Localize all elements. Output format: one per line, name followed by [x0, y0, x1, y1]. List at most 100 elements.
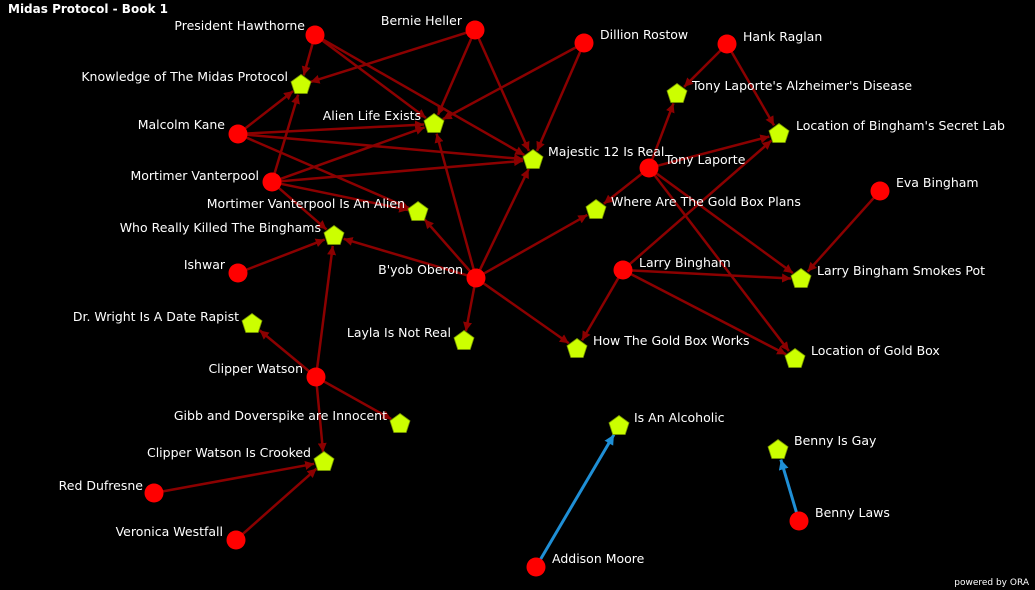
node-rostow[interactable]: Dillion Rostow — [574, 27, 689, 53]
node-locgold[interactable]: Location of Gold Box — [784, 343, 940, 368]
edge-eva-to-smokes — [806, 196, 875, 273]
node-alzheimer[interactable]: Tony Laporte's Alzheimer's Disease — [666, 78, 912, 103]
node-larry[interactable]: Larry Bingham — [613, 255, 731, 280]
node-oberon[interactable]: B'yob Oberon — [378, 262, 486, 288]
agent-node-marker[interactable] — [226, 530, 246, 550]
belief-node-marker[interactable] — [767, 439, 789, 459]
node-label: Layla Is Not Real — [347, 325, 451, 340]
belief-node-marker[interactable] — [522, 149, 544, 169]
node-label: Clipper Watson Is Crooked — [147, 445, 311, 460]
belief-node-marker[interactable] — [423, 113, 445, 133]
edge-vanterpool-to-majestic — [280, 157, 524, 183]
node-layla[interactable]: Layla Is Not Real — [347, 325, 475, 350]
belief-node-marker[interactable] — [453, 330, 475, 350]
belief-node-marker[interactable] — [241, 313, 263, 333]
node-rapist[interactable]: Dr. Wright Is A Date Rapist — [73, 309, 263, 333]
node-label: Benny Is Gay — [794, 433, 877, 448]
edge-heller-to-alien — [436, 37, 473, 116]
node-knowledge[interactable]: Knowledge of The Midas Protocol — [81, 69, 312, 94]
belief-node-marker[interactable] — [389, 413, 411, 433]
node-label: Red Dufresne — [59, 478, 144, 493]
belief-node-marker[interactable] — [790, 268, 812, 288]
node-label: Gibb and Doverspike are Innocent — [174, 408, 387, 423]
node-label: Majestic 12 Is Real — [548, 144, 664, 159]
belief-node-marker[interactable] — [608, 415, 630, 435]
node-label: Location of Gold Box — [811, 343, 940, 358]
agent-node-marker[interactable] — [639, 158, 659, 178]
agent-node-marker[interactable] — [466, 268, 486, 288]
edge-clipper-to-killed — [315, 245, 337, 369]
belief-node-marker[interactable] — [313, 451, 335, 471]
node-hawthorne[interactable]: President Hawthorne — [174, 18, 325, 45]
node-smokes[interactable]: Larry Bingham Smokes Pot — [790, 263, 985, 288]
node-westfall[interactable]: Veronica Westfall — [116, 524, 246, 550]
agent-node-marker[interactable] — [262, 172, 282, 192]
node-vanterpool[interactable]: Mortimer Vanterpool — [130, 168, 282, 192]
node-mvalien[interactable]: Mortimer Vanterpool Is An Alien — [207, 196, 429, 221]
node-ishwar[interactable]: Ishwar — [184, 257, 248, 283]
node-laws[interactable]: Benny Laws — [789, 505, 890, 531]
node-seclab[interactable]: Location of Bingham's Secret Lab — [768, 118, 1005, 143]
node-alcoholic[interactable]: Is An Alcoholic — [608, 410, 725, 435]
agent-node-marker[interactable] — [526, 557, 546, 577]
agent-node-marker[interactable] — [228, 124, 248, 144]
node-majestic[interactable]: Majestic 12 Is Real — [522, 144, 664, 169]
edge-ishwar-to-killed — [245, 238, 326, 271]
node-heller[interactable]: Bernie Heller — [381, 13, 485, 40]
agent-node-marker[interactable] — [305, 25, 325, 45]
edge-tlaporte-to-smokes — [655, 172, 794, 275]
belief-node-marker[interactable] — [566, 338, 588, 358]
edge-kane-to-knowledge — [244, 90, 294, 130]
agent-node-marker[interactable] — [789, 511, 809, 531]
edge-oberon-to-layla — [463, 286, 476, 332]
node-gibb[interactable]: Gibb and Doverspike are Innocent — [174, 408, 411, 433]
node-label: Eva Bingham — [896, 175, 979, 190]
belief-node-marker[interactable] — [585, 199, 607, 219]
node-killed[interactable]: Who Really Killed The Binghams — [120, 220, 345, 245]
belief-node-marker[interactable] — [323, 225, 345, 245]
node-gay[interactable]: Benny Is Gay — [767, 433, 877, 459]
node-label: B'yob Oberon — [378, 262, 463, 277]
node-moore[interactable]: Addison Moore — [526, 551, 645, 577]
edge-oberon-to-howgold — [482, 282, 570, 345]
edge-larry-to-smokes — [631, 269, 792, 283]
node-dufresne[interactable]: Red Dufresne — [59, 478, 164, 503]
belief-node-marker[interactable] — [290, 74, 312, 94]
edge-kane-to-majestic — [246, 133, 524, 163]
agent-node-marker[interactable] — [574, 33, 594, 53]
node-crooked[interactable]: Clipper Watson Is Crooked — [147, 445, 335, 471]
belief-node-marker[interactable] — [768, 123, 790, 143]
node-clipper[interactable]: Clipper Watson — [208, 361, 326, 387]
node-goldplans[interactable]: Where Are The Gold Box Plans — [585, 194, 801, 219]
agent-node-marker[interactable] — [228, 263, 248, 283]
node-label: Clipper Watson — [208, 361, 303, 376]
belief-node-marker[interactable] — [784, 348, 806, 368]
edge-tlaporte-to-seclab — [657, 134, 770, 167]
agent-node-marker[interactable] — [613, 260, 633, 280]
node-layer: President Hawthorne Bernie HellerDillion … — [59, 13, 1005, 577]
belief-node-marker[interactable] — [666, 83, 688, 103]
agent-node-marker[interactable] — [306, 367, 326, 387]
node-label: Dr. Wright Is A Date Rapist — [73, 309, 239, 324]
edge-oberon-to-goldplans — [483, 213, 588, 275]
node-label: Hank Raglan — [743, 29, 822, 44]
node-alien[interactable]: Alien Life Exists — [323, 108, 445, 133]
agent-node-marker[interactable] — [465, 20, 485, 40]
node-label: Veronica Westfall — [116, 524, 223, 539]
node-label: Bernie Heller — [381, 13, 463, 28]
edge-tlaporte-to-goldplans — [603, 172, 643, 205]
edge-kane-to-alien — [246, 120, 425, 135]
edge-clipper-to-crooked — [315, 385, 327, 453]
agent-node-marker[interactable] — [870, 181, 890, 201]
node-howgold[interactable]: How The Gold Box Works — [566, 333, 750, 358]
node-raglan[interactable]: Hank Raglan — [717, 29, 823, 54]
node-label: Larry Bingham — [639, 255, 731, 270]
node-eva[interactable]: Eva Bingham — [870, 175, 979, 201]
node-kane[interactable]: Malcolm Kane — [138, 117, 248, 144]
agent-node-marker[interactable] — [144, 483, 164, 503]
agent-node-marker[interactable] — [717, 34, 737, 54]
node-tlaporte[interactable]: Tony Laporte — [639, 152, 746, 178]
node-label: Tony Laporte — [664, 152, 746, 167]
belief-node-marker[interactable] — [407, 201, 429, 221]
